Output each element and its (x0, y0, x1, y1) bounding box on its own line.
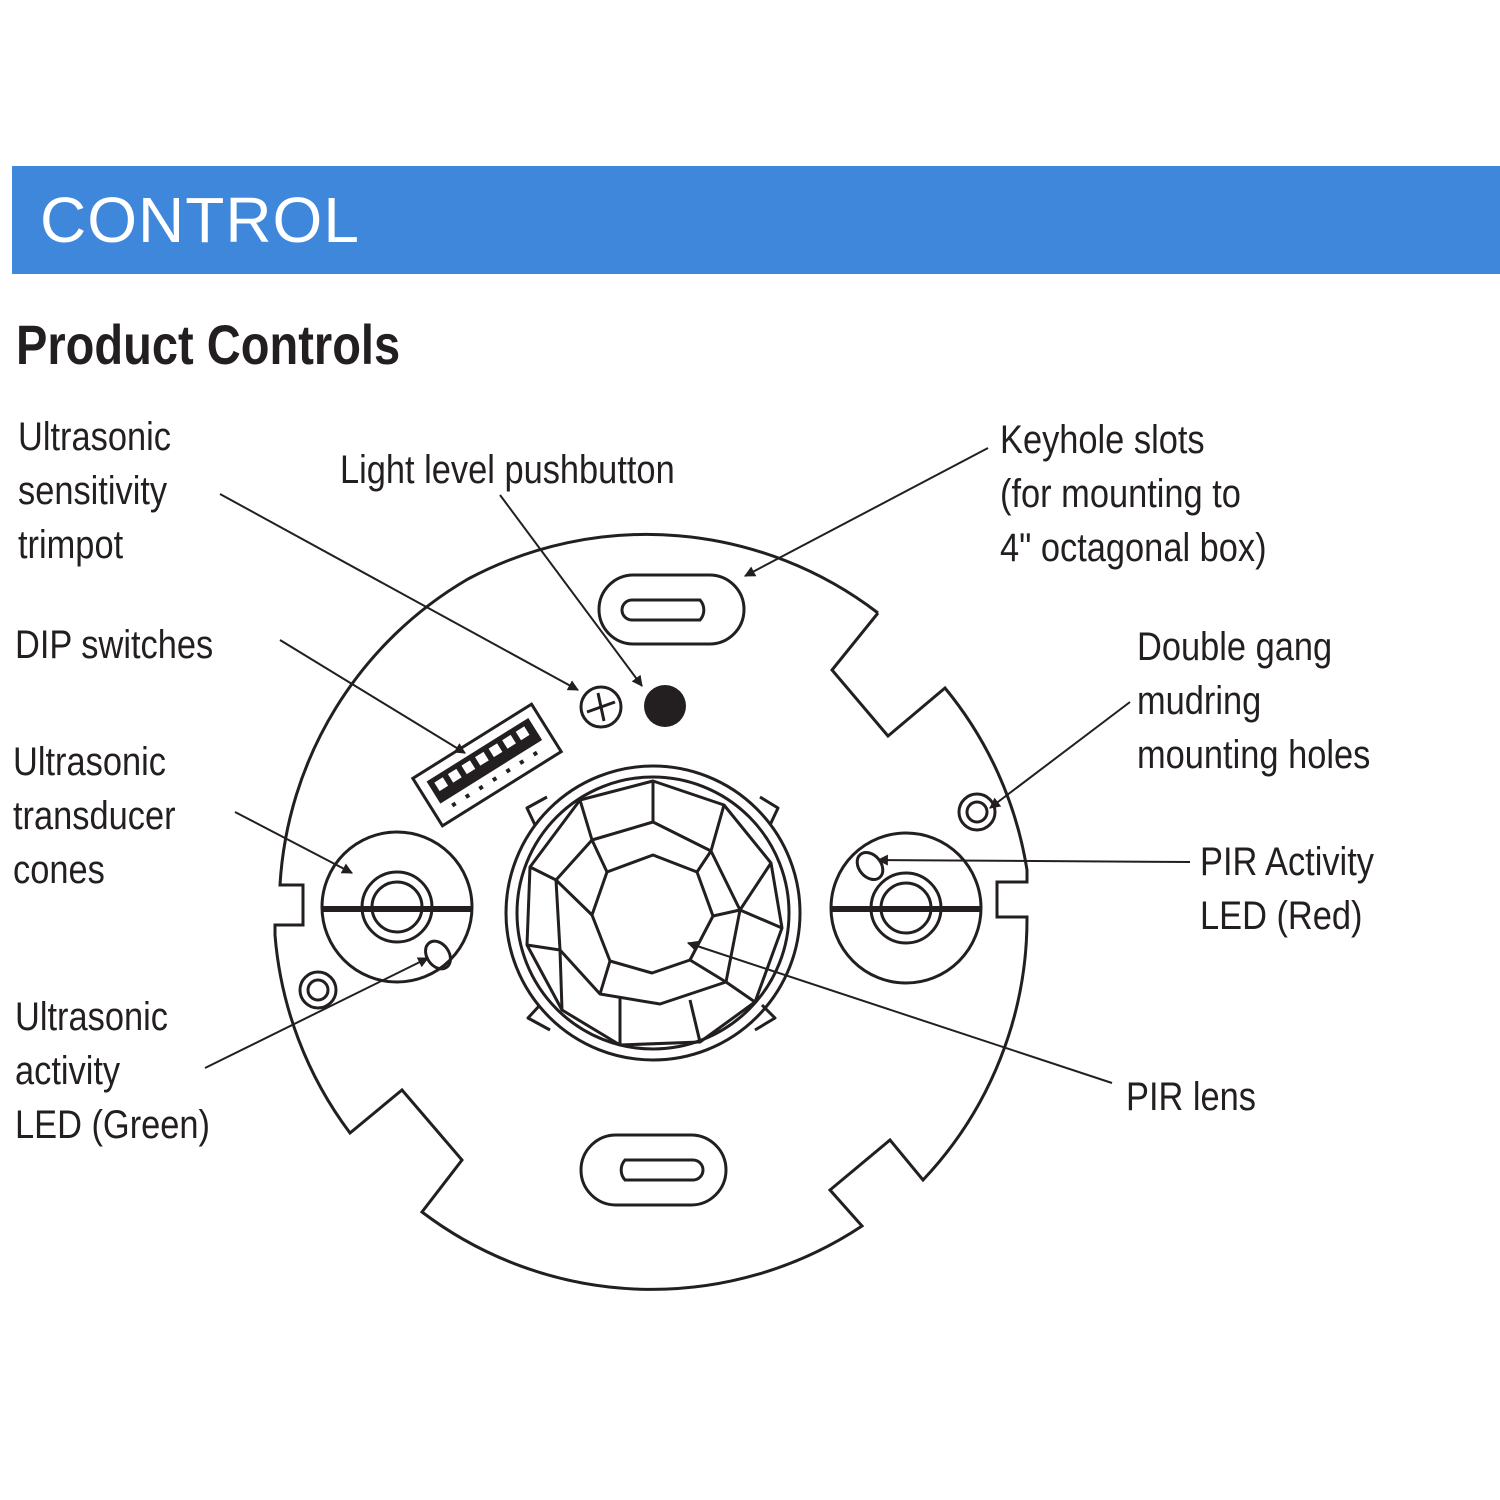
sensor-housing-outline (273, 532, 1029, 1291)
leader-ultrasonic-activity-led (204, 957, 429, 1069)
dip-switch-block (410, 702, 564, 828)
label-ultrasonic-sensitivity-trimpot: Ultrasonic sensitivity trimpot (18, 415, 171, 567)
leader-transducer-cones (234, 811, 353, 874)
banner-title: CONTROL (40, 184, 360, 256)
mudring-hole-right (957, 792, 997, 832)
label-pir-activity-led: PIR Activity LED (Red) (1200, 840, 1374, 938)
leader-pushbutton (499, 494, 643, 687)
trimpot-icon (579, 685, 623, 729)
label-light-level-pushbutton: Light level pushbutton (340, 448, 675, 492)
leader-mudring (989, 701, 1131, 809)
keyhole-slot-bottom (579, 1133, 728, 1207)
ultrasonic-cone-right (829, 831, 983, 985)
label-pir-lens: PIR lens (1126, 1075, 1257, 1119)
label-ultrasonic-transducer-cones: Ultrasonic transducer cones (13, 740, 176, 892)
leader-pir-activity-led (876, 854, 1191, 866)
pir-lens-icon (504, 764, 802, 1062)
leader-lines (204, 447, 1191, 1084)
light-level-pushbutton-icon (644, 685, 686, 727)
pir-activity-led-icon (855, 851, 885, 881)
label-dip-switches: DIP switches (15, 623, 214, 667)
leader-trimpot (219, 493, 579, 691)
section-banner: CONTROL (12, 166, 1500, 274)
label-ultrasonic-activity-led: Ultrasonic activity LED (Green) (15, 995, 211, 1147)
leader-pir-lens (686, 940, 1113, 1084)
label-double-gang-mudring: Double gang mudring mounting holes (1137, 625, 1371, 777)
ultrasonic-activity-led-icon (424, 939, 452, 971)
label-keyhole-slots: Keyhole slots (for mounting to 4" octago… (1000, 418, 1267, 570)
page-title: Product Controls (16, 313, 401, 376)
leader-keyhole (744, 447, 989, 577)
mudring-hole-left (298, 970, 338, 1010)
ultrasonic-cone-left (320, 830, 474, 984)
keyhole-slot-top (597, 573, 746, 646)
leader-dip-switches (279, 639, 466, 754)
